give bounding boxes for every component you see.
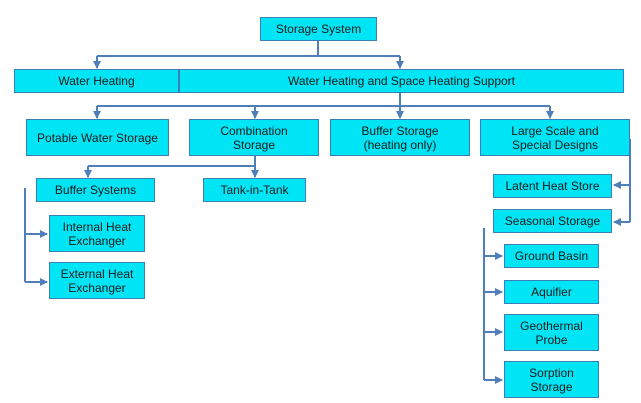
node-water-heating: Water Heating bbox=[14, 69, 179, 93]
node-potable-water-storage: Potable Water Storage bbox=[26, 119, 169, 156]
node-storage-system: Storage System bbox=[260, 17, 377, 41]
node-combination-storage: Combination Storage bbox=[189, 119, 319, 156]
node-water-and-space-heating: Water Heating and Space Heating Support bbox=[179, 69, 624, 93]
node-latent-heat-store: Latent Heat Store bbox=[493, 174, 612, 198]
node-large-scale: Large Scale and Special Designs bbox=[480, 119, 630, 156]
node-seasonal-storage: Seasonal Storage bbox=[493, 209, 612, 233]
node-buffer-storage: Buffer Storage (heating only) bbox=[330, 119, 470, 156]
node-internal-heat-exchanger: Internal Heat Exchanger bbox=[49, 215, 145, 252]
node-sorption-storage: Sorption Storage bbox=[504, 361, 599, 398]
node-geothermal-probe: Geothermal Probe bbox=[504, 314, 599, 351]
node-tank-in-tank: Tank-in-Tank bbox=[203, 178, 306, 202]
node-external-heat-exchanger: External Heat Exchanger bbox=[49, 262, 145, 299]
node-ground-basin: Ground Basin bbox=[504, 244, 599, 268]
node-buffer-systems: Buffer Systems bbox=[36, 178, 155, 202]
node-aquifier: Aquifier bbox=[504, 280, 599, 304]
